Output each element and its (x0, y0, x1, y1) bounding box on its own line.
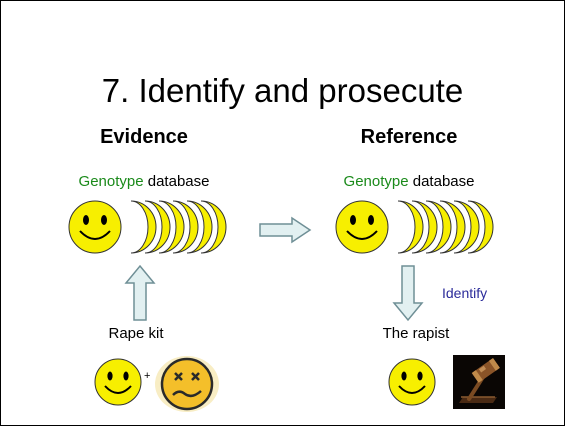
judge-gavel-icon (453, 355, 505, 409)
up-arrow-icon (124, 264, 156, 321)
smiley-face-icon (68, 200, 122, 254)
smiley-face-icon (388, 358, 436, 406)
identify-label: Identify (442, 285, 488, 301)
smiley-face-icon (94, 358, 142, 406)
right-arrow-icon (259, 216, 312, 244)
evidence-database-label: Genotype database (44, 173, 244, 191)
evidence-database-faces (68, 200, 227, 254)
slide-title: 7. Identify and prosecute (101, 72, 464, 109)
reference-heading: Reference (360, 126, 458, 148)
plus-sign: + (144, 370, 151, 382)
evidence-heading: Evidence (100, 126, 188, 148)
genotype-word: Genotype (343, 173, 409, 190)
down-arrow-icon (392, 265, 424, 322)
dizzy-face-icon (155, 356, 219, 412)
reference-database-faces (335, 200, 494, 254)
database-word: database (143, 173, 210, 190)
smiley-face-icon (335, 200, 389, 254)
database-word: database (408, 173, 475, 190)
rape-kit-label: Rape kit (108, 325, 164, 342)
reference-database-label: Genotype database (309, 173, 509, 191)
the-rapist-label: The rapist (382, 325, 450, 342)
crescent-face-stack-icon (130, 200, 227, 254)
genotype-word: Genotype (78, 173, 144, 190)
crescent-face-stack-icon (397, 200, 494, 254)
